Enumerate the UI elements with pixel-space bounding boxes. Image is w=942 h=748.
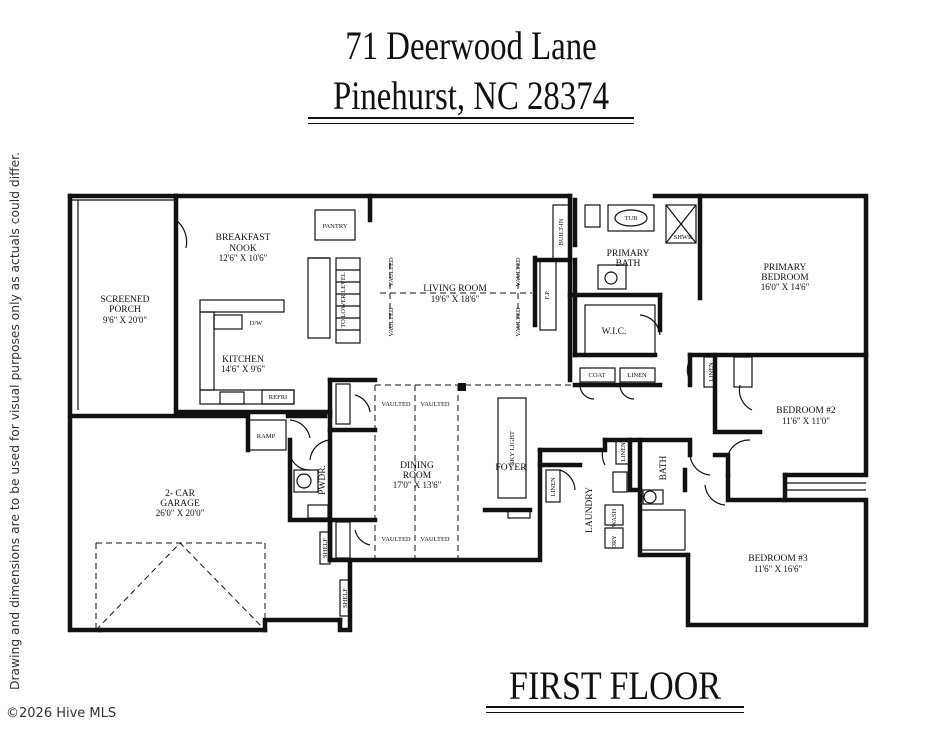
wic-name: W.I.C. [602, 327, 627, 337]
foyer-name: FOYER [495, 463, 527, 473]
vaulted-label-3: VAULTED [381, 536, 411, 543]
vaulted-label-8: VAULTED [515, 307, 522, 337]
ramp-label: RAMP [257, 433, 276, 440]
primary-bedroom-dims: 16'0" X 14'6" [761, 282, 810, 292]
disclaimer-text: Drawing and dimensions are to be used fo… [8, 151, 22, 690]
primary-bath-name2: BATH [616, 259, 641, 269]
vaulted-label-4: VAULTED [420, 536, 450, 543]
dining-room-dims: 17'0" X 13'6" [393, 480, 442, 490]
vaulted-label-2: VAULTED [420, 401, 450, 408]
kitchen-name: KITCHEN [222, 355, 264, 365]
vaulted-label-5: VAULTED [388, 257, 395, 287]
address-line-2: Pinehurst, NC 28374 [332, 73, 610, 118]
floor-underline [486, 706, 744, 713]
dw-label: D/W [250, 320, 264, 327]
walls [67, 193, 869, 633]
shwr-label: SHWR [674, 234, 693, 241]
linen-label-3: LINEN [550, 477, 557, 497]
shelf-label-2: SHELF [342, 588, 349, 608]
powder-name: PWDR. [318, 465, 328, 495]
breakfast-nook-name1: BREAKFAST [216, 233, 271, 243]
garage-name1: 2- CAR [165, 489, 195, 499]
address-line-1: 71 Deerwood Lane [345, 23, 597, 68]
copyright-text: ©2026 Hive MLS [6, 706, 117, 721]
title-underline [308, 117, 634, 124]
vaulted-label-6: VAULTED [515, 257, 522, 287]
linen-label-1: LINEN [627, 372, 647, 379]
garage-name2: GARAGE [160, 499, 200, 509]
dining-room-name2: ROOM [403, 471, 432, 481]
bedroom2-name: BEDROOM #2 [776, 406, 836, 416]
lower-level-label: TO LOWER LEVEL [340, 272, 347, 328]
laundry-name: LAUNDRY [585, 487, 595, 533]
garage-dims: 26'0" X 20'0" [156, 508, 205, 518]
vaulted-label-7: VAULTED [388, 307, 395, 337]
breakfast-nook-name2: NOOK [229, 244, 257, 254]
living-room-name: LIVING ROOM [423, 284, 487, 294]
dry-label: DRY [611, 535, 618, 549]
bath-name: BATH [659, 455, 669, 480]
breakfast-nook-dims: 12'6" X 10'6" [219, 253, 268, 263]
built-in-label: BUILT-IN [558, 218, 565, 245]
screened-porch-name2: PORCH [109, 305, 141, 315]
sky-light-label: SKY LIGHT [509, 431, 516, 465]
bedroom3-name: BEDROOM #3 [748, 554, 808, 564]
primary-bedroom-name2: BEDROOM [761, 273, 809, 283]
floor-label: FIRST FLOOR [509, 663, 721, 708]
vaulted-label-1: VAULTED [381, 401, 411, 408]
bedroom2-dims: 11'6" X 11'0" [782, 416, 830, 426]
tub-label: TUB [625, 215, 639, 222]
pantry-label: PANTRY [322, 223, 347, 230]
bedroom3-dims: 11'6" X 16'6" [754, 564, 803, 574]
coat-label: COAT [589, 372, 606, 379]
primary-bedroom-name1: PRIMARY [764, 263, 807, 273]
linen-label-4: LINEN [620, 442, 627, 462]
linen-label-2: LINEN [708, 362, 715, 382]
primary-bath-name1: PRIMARY [607, 249, 650, 259]
shelf-label-1: SHELF [322, 538, 329, 558]
dashed-lines [95, 263, 575, 631]
dining-room-name1: DINING [400, 461, 434, 471]
living-room-dims: 19'6" X 18'6" [431, 294, 480, 304]
room-labels: SCREENED PORCH 9'6" X 20'0" BREAKFAST NO… [100, 233, 835, 574]
screened-porch-name1: SCREENED [100, 295, 149, 305]
doors [175, 219, 753, 546]
refri-label: REFRI [269, 394, 287, 401]
column-post [458, 383, 466, 391]
fixtures-lines [70, 199, 866, 617]
wash-label: WASH [611, 508, 618, 527]
kitchen-dims: 14'6" X 9'6" [221, 364, 265, 374]
fixture-labels: PANTRY TO LOWER LEVEL D/W REFRI RAMP SHE… [250, 215, 715, 608]
screened-porch-dims: 9'6" X 20'0" [103, 315, 147, 325]
fp-label: F.P. [544, 290, 551, 300]
